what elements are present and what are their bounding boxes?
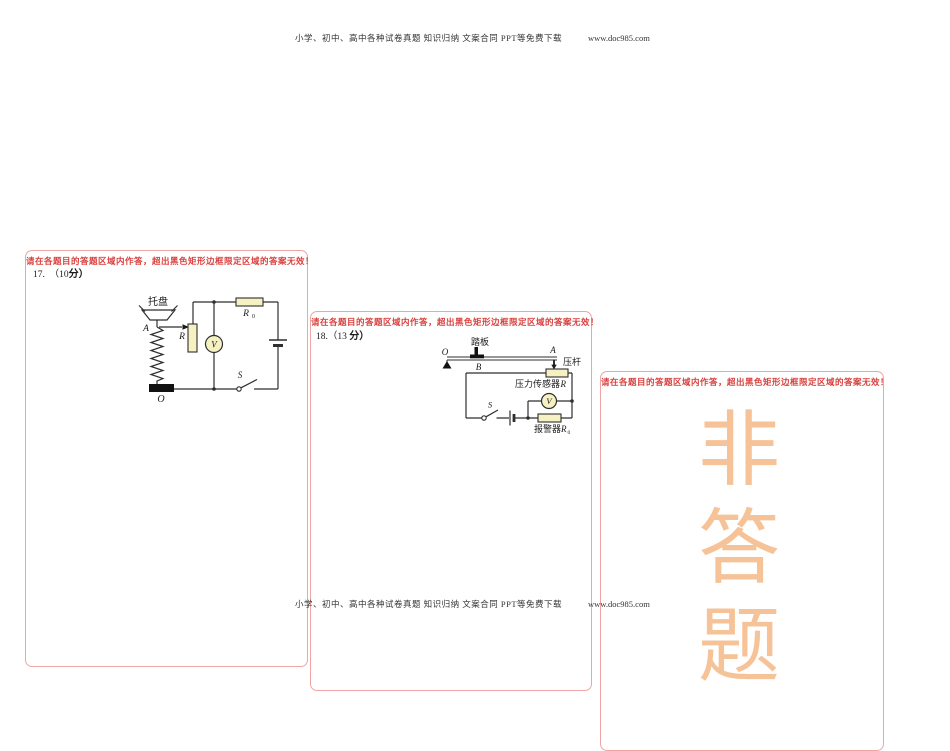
non-answer-box: 请在各题目的答题区域内作答，超出黑色矩形边框限定区域的答案无效！ 非 答 题 [600,371,890,751]
question-17-label: 17. （10分） [33,269,89,280]
junction-dot [212,300,216,304]
battery-symbol [509,410,516,426]
battery-symbol [269,339,287,347]
pedal-block [470,347,484,359]
voltmeter-label: V [546,396,553,406]
answer-box-q18[interactable]: 请在各题目的答题区域内作答，超出黑色矩形边框限定区域的答案无效！ 18.（13 … [310,311,600,691]
press-rod-arrowhead [551,364,557,370]
resistor-R0 [235,297,264,307]
footer-url: www.doc985.com [588,599,650,609]
resistor-r0-label: R [242,309,249,319]
point-o-label: O [442,347,449,357]
watermark-char: 非 [697,405,780,496]
resistor-r0-subscript: 0 [252,314,255,320]
answer-instruction: 请在各题目的答题区域内作答，超出黑色矩形边框限定区域的答案无效！ [601,377,890,387]
switch-contact [236,386,242,392]
footer-text: 小学、初中、高中各种试卷真题 知识归纳 文案合同 PPT等免费下载 [295,599,563,609]
watermark-char: 答 [697,503,780,594]
pressure-sensor-R [545,368,569,378]
wiper-arrowhead [182,324,189,330]
resistor-R [187,323,198,353]
sensor-label: 压力传感器 [515,378,560,389]
answer-instruction: 请在各题目的答题区域内作答，超出黑色矩形边框限定区域的答案无效！ [311,317,600,327]
answer-box-q17[interactable]: 请在各题目的答题区域内作答，超出黑色矩形边框限定区域的答案无效！ 17. （10… [25,250,315,667]
switch-label: S [238,370,243,380]
switch-label: S [488,400,493,410]
resistor-r-label: R [178,332,185,342]
pedal-label: 踏板 [471,336,489,347]
page-header: 小学、初中、高中各种试卷真题 知识归纳 文案合同 PPT等免费下载 www.doc… [295,32,650,44]
question-18-label: 18.（13 分） [316,331,370,342]
circuit-diagram-q17: 托盘 A O R R 0 V S [138,295,287,405]
lever-plank [446,356,557,363]
wires [465,372,573,419]
voltmeter-circle [204,334,224,354]
watermark-char: 题 [697,601,780,692]
header-url: www.doc985.com [588,33,650,43]
alarm-r-subscript: 0 [568,430,571,436]
junction-dot [526,416,530,420]
voltmeter-circle [540,392,558,410]
circuit-diagram-q18: 踏板 O B A 压杆 压力传感器 R 报警器 R 0 V S [442,336,581,436]
point-o-label: O [157,394,164,405]
point-a-label: A [549,345,556,355]
junction-dot [212,387,216,391]
press-rod-label: 压杆 [563,356,581,367]
sensor-r-label: R [560,379,567,389]
switch-contact [481,415,487,421]
alarm-r-label: R [560,424,567,434]
pivot-support [442,361,452,369]
voltmeter-label: V [211,340,218,350]
alarm-R0 [537,413,562,423]
alarm-label: 报警器 [534,423,561,434]
header-text: 小学、初中、高中各种试卷真题 知识归纳 文案合同 PPT等免费下载 [295,33,563,43]
answer-instruction: 请在各题目的答题区域内作答，超出黑色矩形边框限定区域的答案无效！ [26,256,315,266]
junction-dot [570,399,574,403]
page-footer: 小学、初中、高中各种试卷真题 知识归纳 文案合同 PPT等免费下载 www.doc… [295,598,650,610]
fixed-base-block [149,384,174,392]
point-b-label: B [476,362,482,372]
non-answer-watermark: 非 答 题 [697,402,781,696]
tray-label: 托盘 [148,295,168,308]
point-a-label: A [142,324,149,334]
